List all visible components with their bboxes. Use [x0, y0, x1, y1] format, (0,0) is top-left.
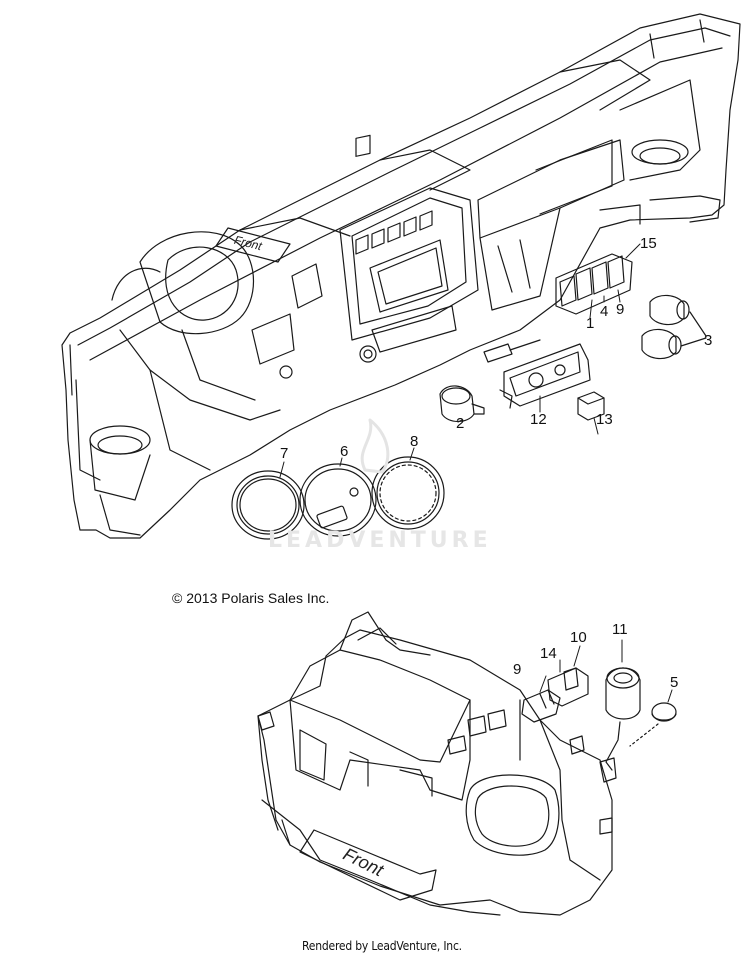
callout-7: 7 — [280, 445, 289, 462]
console-switch-parts — [521, 667, 677, 783]
leader-lines-top — [279, 243, 641, 478]
callout-14: 14 — [540, 645, 557, 662]
rocker-switch-group — [555, 253, 633, 315]
callout-13: 13 — [596, 411, 613, 428]
callout-8: 8 — [410, 433, 419, 450]
knob-part-2 — [439, 385, 485, 423]
callout-1: 1 — [586, 315, 595, 332]
callout-5: 5 — [670, 674, 679, 691]
light-switch-module — [483, 339, 591, 409]
copyright-notice: © 2013 Polaris Sales Inc. — [172, 590, 330, 606]
callout-12: 12 — [530, 411, 547, 428]
callout-3: 3 — [704, 332, 713, 349]
callout-9-bottom: 9 — [513, 661, 522, 678]
leader-lines-bottom — [539, 639, 673, 703]
callout-10: 10 — [570, 629, 587, 646]
switch-13-part — [577, 391, 605, 421]
gauge-rings — [231, 456, 445, 540]
rendered-by-footer: Rendered by LeadVenture, Inc. — [302, 939, 462, 953]
callout-9-top: 9 — [616, 301, 625, 318]
callout-15: 15 — [640, 235, 657, 252]
console-bottom-assembly — [257, 611, 613, 916]
callout-2: 2 — [456, 415, 465, 432]
callout-11: 11 — [612, 621, 628, 638]
watermark: LEADVENTURE — [268, 528, 492, 553]
callout-4: 4 — [600, 303, 609, 320]
dashboard-top-assembly — [61, 13, 741, 539]
callout-6: 6 — [340, 443, 349, 460]
power-outlet-group — [641, 294, 707, 360]
